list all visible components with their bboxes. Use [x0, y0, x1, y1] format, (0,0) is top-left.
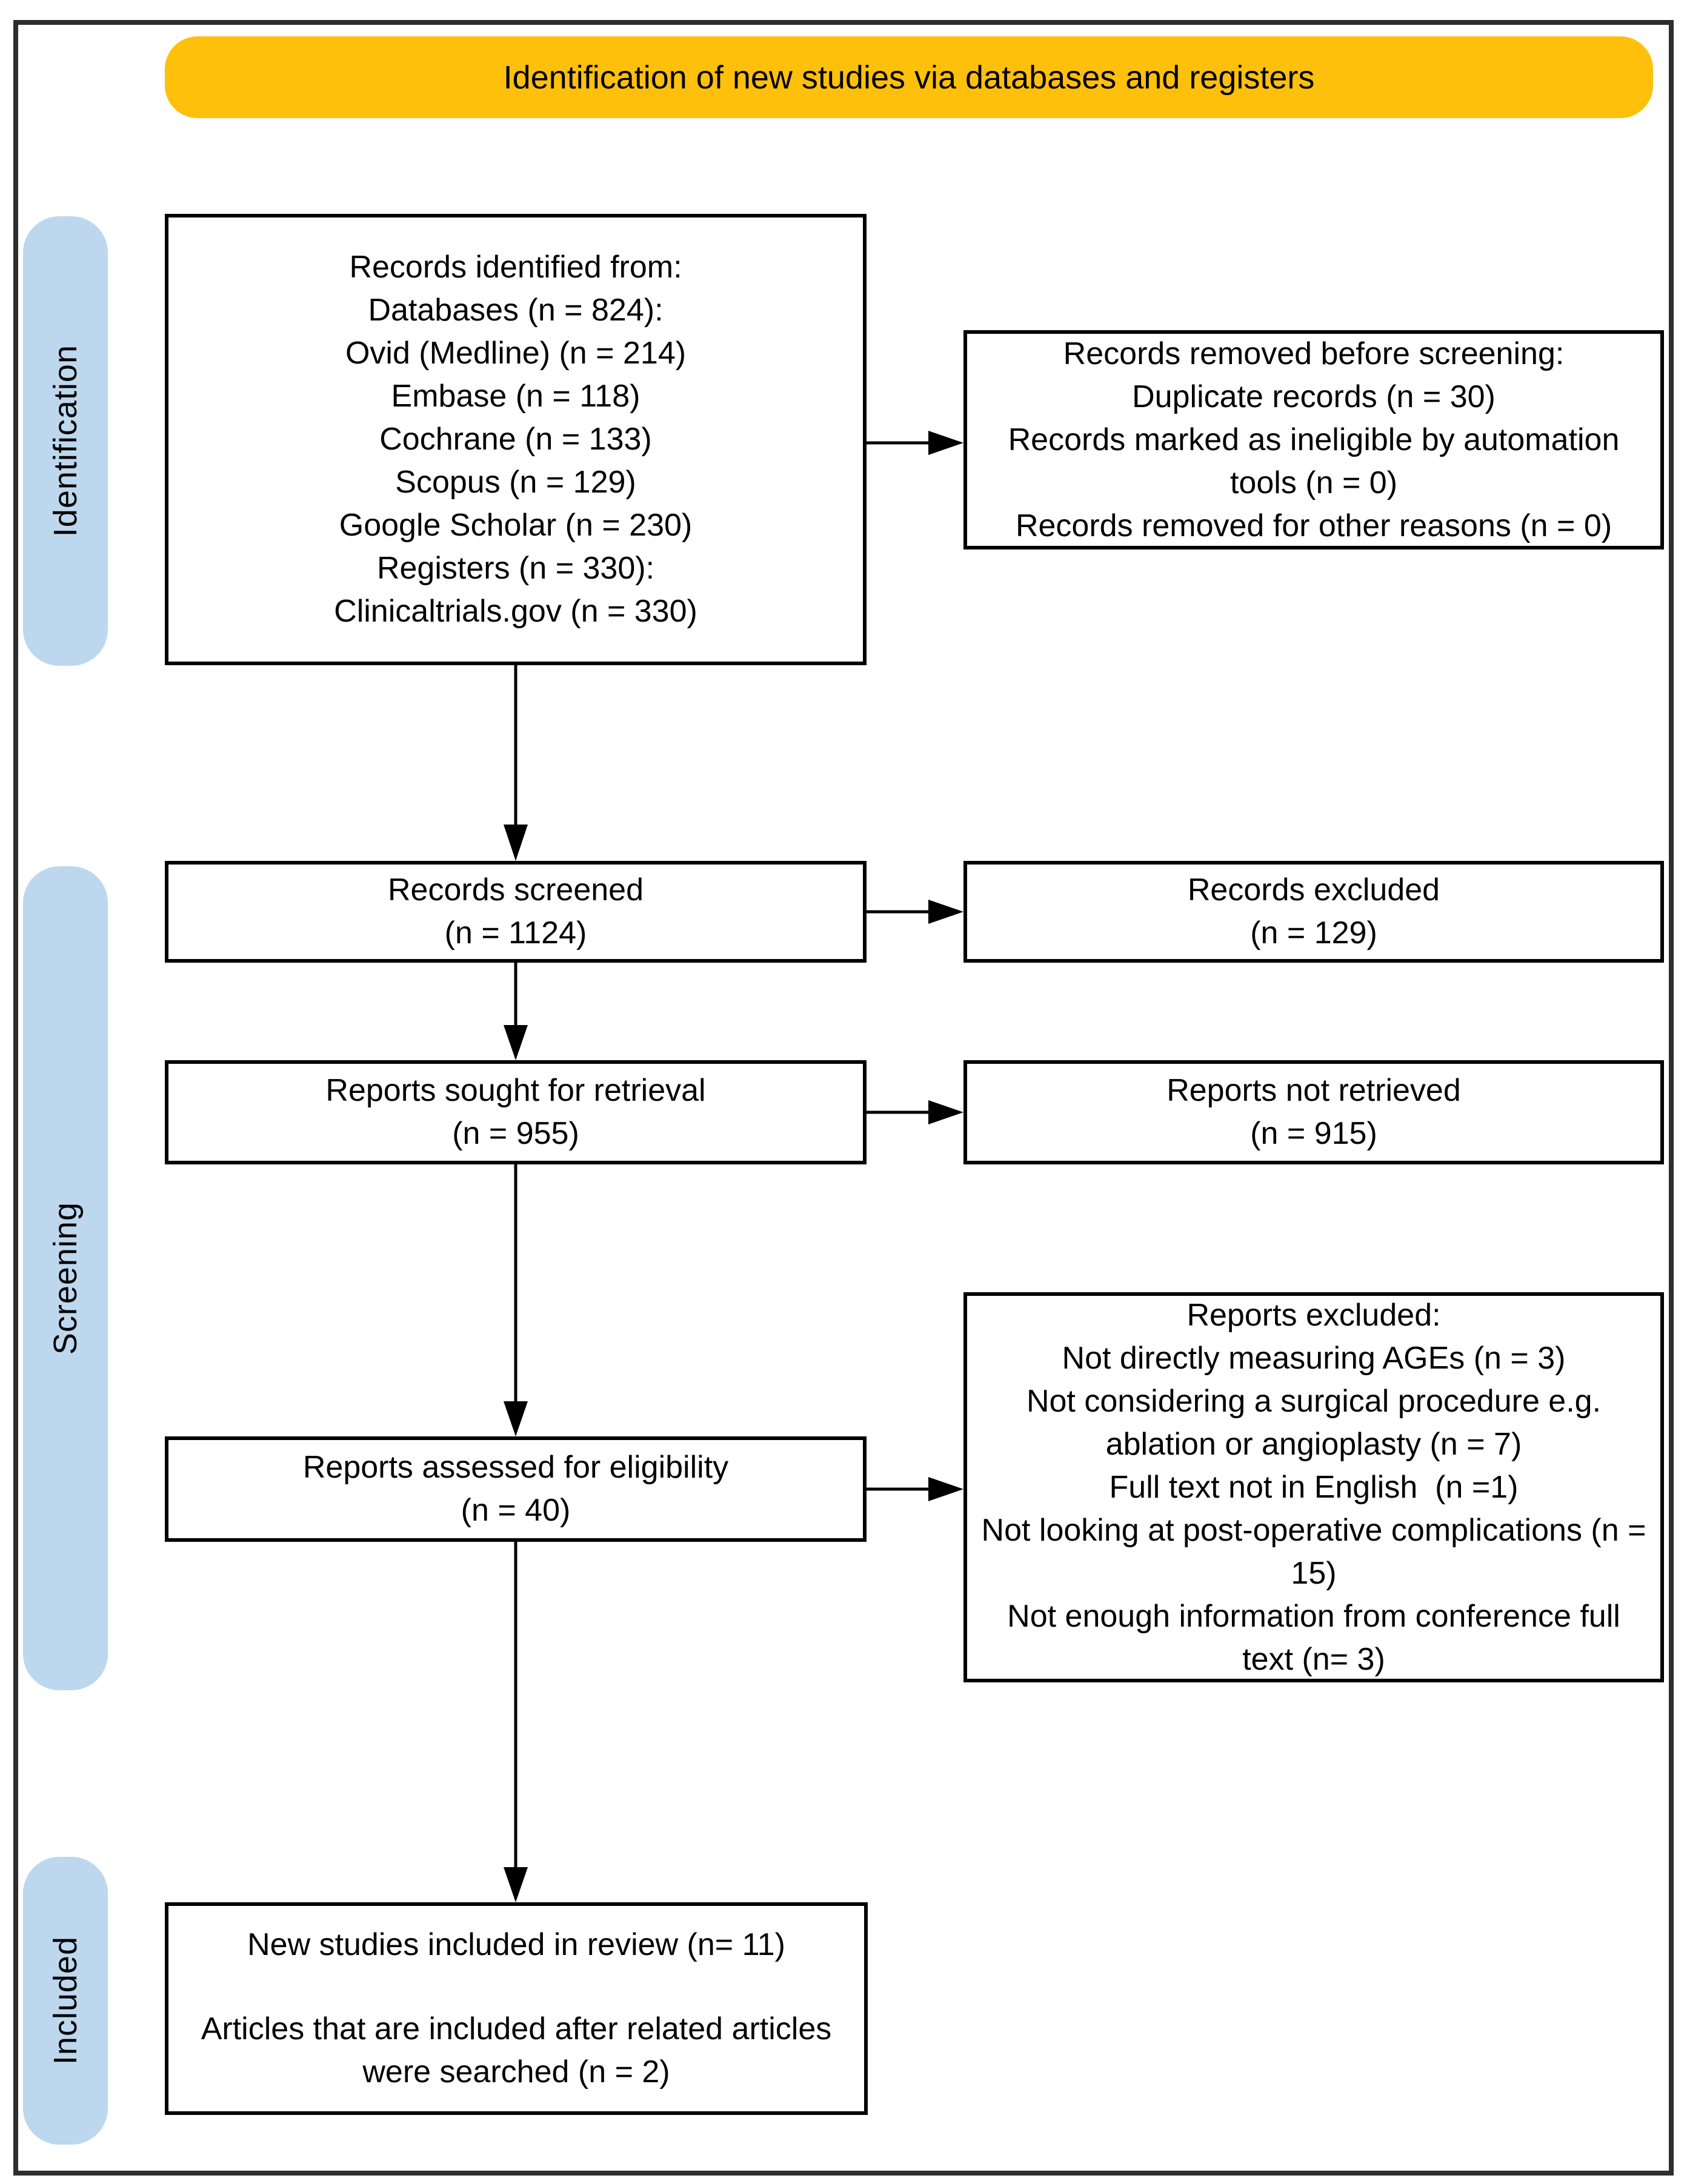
box-reports-not-retrieved-line: (n = 915) — [1250, 1116, 1377, 1151]
box-reports-not-retrieved-line: Reports not retrieved — [1166, 1073, 1461, 1108]
box-reports-excluded-line: Full text not in English (n =1) — [1109, 1469, 1519, 1505]
stage-label-identification: Identification — [47, 345, 84, 537]
box-records-identified-line: Databases (n = 824): — [368, 293, 664, 328]
outer-frame — [13, 20, 1674, 2176]
box-records-removed-line: Records marked as ineligible by automati… — [1008, 422, 1628, 500]
box-reports-excluded-line: Reports excluded: — [1186, 1297, 1441, 1333]
box-records-removed-line: Records removed before screening: — [1063, 336, 1565, 371]
box-records-screened-line: Records screened — [388, 872, 644, 908]
box-records-excluded-line: Records excluded — [1187, 872, 1440, 908]
box-records-removed-line: Duplicate records (n = 30) — [1132, 379, 1496, 414]
box-reports-sought-line: Reports sought for retrieval — [325, 1073, 706, 1108]
box-records-identified: Records identified from: Databases (n = … — [165, 214, 867, 665]
box-reports-excluded-line: Not considering a surgical procedure e.g… — [1026, 1383, 1610, 1462]
box-reports-sought: Reports sought for retrieval (n = 955) — [165, 1060, 867, 1164]
box-new-studies-included-line: Articles that are included after related… — [201, 2011, 840, 2089]
stage-tab-identification: Identification — [23, 216, 108, 666]
stage-label-included: Included — [47, 1936, 84, 2065]
stage-label-screening: Screening — [47, 1201, 84, 1355]
header-banner: Identification of new studies via databa… — [165, 36, 1653, 118]
box-records-identified-line: Registers (n = 330): — [376, 551, 655, 586]
box-records-screened: Records screened (n = 1124) — [165, 861, 867, 963]
box-records-identified-line: Embase (n = 118) — [391, 379, 641, 414]
box-reports-excluded-line: Not looking at post-operative complicati… — [981, 1512, 1655, 1591]
box-reports-excluded: Reports excluded: Not directly measuring… — [963, 1292, 1664, 1682]
box-new-studies-included-line: New studies included in review (n= 11) — [247, 1927, 785, 1962]
box-records-identified-line: Ovid (Medline) (n = 214) — [345, 336, 687, 371]
box-reports-assessed-line: (n = 40) — [461, 1493, 571, 1528]
box-records-identified-line: Records identified from: — [349, 250, 682, 285]
box-reports-assessed: Reports assessed for eligibility (n = 40… — [165, 1436, 867, 1542]
box-reports-not-retrieved: Reports not retrieved (n = 915) — [963, 1060, 1664, 1164]
stage-tab-included: Included — [23, 1857, 108, 2145]
box-records-identified-line: Google Scholar (n = 230) — [339, 508, 693, 543]
stage-tab-screening: Screening — [23, 866, 108, 1690]
box-records-screened-line: (n = 1124) — [444, 915, 587, 951]
box-records-excluded-line: (n = 129) — [1250, 915, 1377, 951]
box-reports-assessed-line: Reports assessed for eligibility — [302, 1450, 729, 1485]
box-records-identified-line: Scopus (n = 129) — [395, 465, 636, 500]
box-new-studies-included: New studies included in review (n= 11) A… — [165, 1902, 868, 2115]
box-records-removed: Records removed before screening: Duplic… — [963, 330, 1664, 549]
box-records-removed-line: Records removed for other reasons (n = 0… — [1015, 508, 1612, 543]
box-records-identified-line: Clinicaltrials.gov (n = 330) — [334, 594, 697, 629]
box-reports-excluded-line: Not directly measuring AGEs (n = 3) — [1062, 1340, 1566, 1376]
box-reports-excluded-line: Not enough information from conference f… — [1007, 1598, 1629, 1677]
header-title: Identification of new studies via databa… — [503, 59, 1315, 96]
box-records-identified-line: Cochrane (n = 133) — [379, 422, 652, 457]
box-records-excluded: Records excluded (n = 129) — [963, 861, 1664, 963]
box-reports-sought-line: (n = 955) — [452, 1116, 579, 1151]
